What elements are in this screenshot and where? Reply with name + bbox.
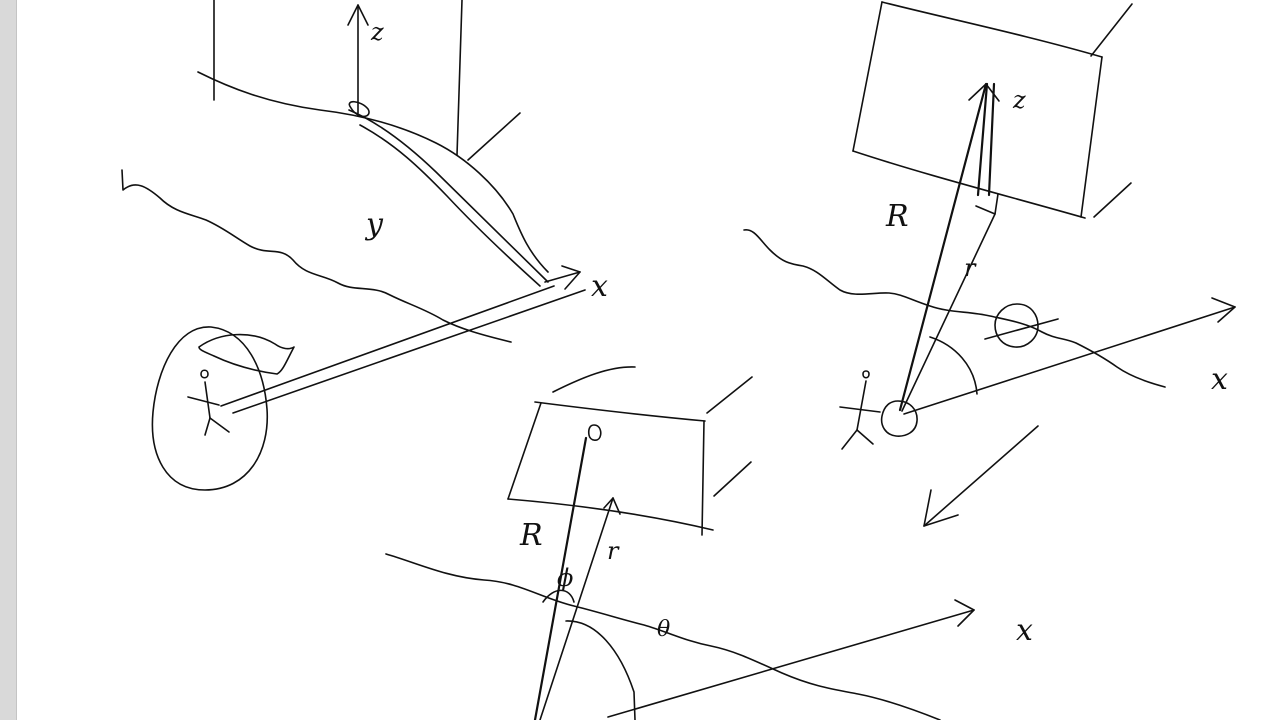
left-stick-body xyxy=(204,381,211,419)
right-R-label: R xyxy=(885,199,909,234)
right-box-right-edge xyxy=(1080,56,1103,218)
left-stick-arms xyxy=(187,396,220,406)
right-z-arrowhead xyxy=(968,83,1000,102)
right-angle-mark-circle xyxy=(994,303,1039,348)
bottom-box-left-edge xyxy=(507,402,542,500)
right-stick-leg-1 xyxy=(841,429,858,450)
left-ground-curve xyxy=(197,71,549,273)
right-radius-curve xyxy=(929,336,978,395)
bottom-box-top-edge xyxy=(534,401,706,422)
right-box-left-edge xyxy=(852,1,883,152)
left-building-right-edge xyxy=(456,0,463,156)
right-angle-mark-slash xyxy=(984,318,1059,340)
bottom-ground-wave xyxy=(385,553,941,720)
right-box-bottom-edge xyxy=(852,150,1086,219)
right-x-axis xyxy=(903,306,1236,415)
bottom-r-label: r xyxy=(607,537,620,565)
bottom-sketch: R ϕ r θ x xyxy=(385,366,1033,720)
right-stick-leg-2 xyxy=(856,429,874,445)
right-r-label: r xyxy=(964,254,977,282)
right-z-line xyxy=(976,82,989,197)
right-origin-circle xyxy=(880,400,918,437)
bottom-point xyxy=(587,424,602,441)
right-x-arrowhead xyxy=(1211,297,1236,323)
left-x-arrowhead xyxy=(561,265,581,290)
bottom-box-side xyxy=(706,376,753,414)
left-gutter-border xyxy=(16,0,17,720)
left-origin-loop xyxy=(348,100,370,118)
bottom-box-side-2 xyxy=(713,461,752,497)
right-R-line xyxy=(898,82,988,412)
left-stick-leg-2 xyxy=(209,417,230,433)
left-stick-leg-1 xyxy=(204,417,211,436)
right-diagonal-arrowhead xyxy=(923,489,959,527)
left-z-label: z xyxy=(370,18,384,46)
bottom-x-arrowhead xyxy=(954,599,975,627)
bottom-phi-label: ϕ xyxy=(557,564,573,592)
right-box-side xyxy=(1093,182,1132,218)
bottom-theta-label: θ xyxy=(657,617,670,642)
right-diagonal-axis xyxy=(923,425,1039,527)
right-box-roof xyxy=(1090,3,1133,57)
right-z-line-2 xyxy=(987,82,996,197)
left-gutter xyxy=(0,0,16,720)
bottom-r-arrowhead xyxy=(603,497,621,515)
right-sketch: R r z x xyxy=(743,1,1236,527)
right-r-line xyxy=(901,213,996,412)
left-x-axis xyxy=(544,271,581,283)
bottom-x-axis xyxy=(607,609,975,718)
right-stick-arms xyxy=(839,406,881,413)
right-z-label: z xyxy=(1012,86,1026,114)
left-person-oval xyxy=(151,326,269,491)
left-x-label: x xyxy=(591,269,608,304)
right-ground-wave xyxy=(743,229,1166,388)
left-beam-lower xyxy=(359,124,541,287)
left-z-arrowhead xyxy=(347,4,369,26)
bottom-box-bottom-edge xyxy=(507,498,714,531)
left-long-line-top xyxy=(220,285,555,407)
left-outer-shadow xyxy=(467,112,521,161)
right-box-top-edge xyxy=(881,1,1103,58)
bottom-r-line xyxy=(539,497,614,720)
right-stick-body xyxy=(856,380,867,431)
left-person-hat xyxy=(198,333,295,375)
left-sketch: z y x xyxy=(121,0,608,491)
right-x-label: x xyxy=(1211,362,1228,397)
bottom-box-right-edge xyxy=(701,420,705,536)
left-y-label: y xyxy=(364,207,384,242)
left-long-line-bottom xyxy=(232,289,586,414)
bottom-x-label: x xyxy=(1016,613,1033,648)
right-stick-head xyxy=(862,370,870,379)
left-stick-head xyxy=(200,369,209,379)
bottom-R-label: R xyxy=(519,518,543,553)
bottom-phi-curve xyxy=(542,589,575,603)
bottom-theta-curve xyxy=(565,620,636,720)
left-ground-wave xyxy=(121,169,512,343)
bottom-box-roof xyxy=(552,366,636,393)
right-r-arrowhead xyxy=(975,193,999,215)
bottom-R-line xyxy=(533,436,588,720)
left-beam-upper xyxy=(348,109,549,283)
